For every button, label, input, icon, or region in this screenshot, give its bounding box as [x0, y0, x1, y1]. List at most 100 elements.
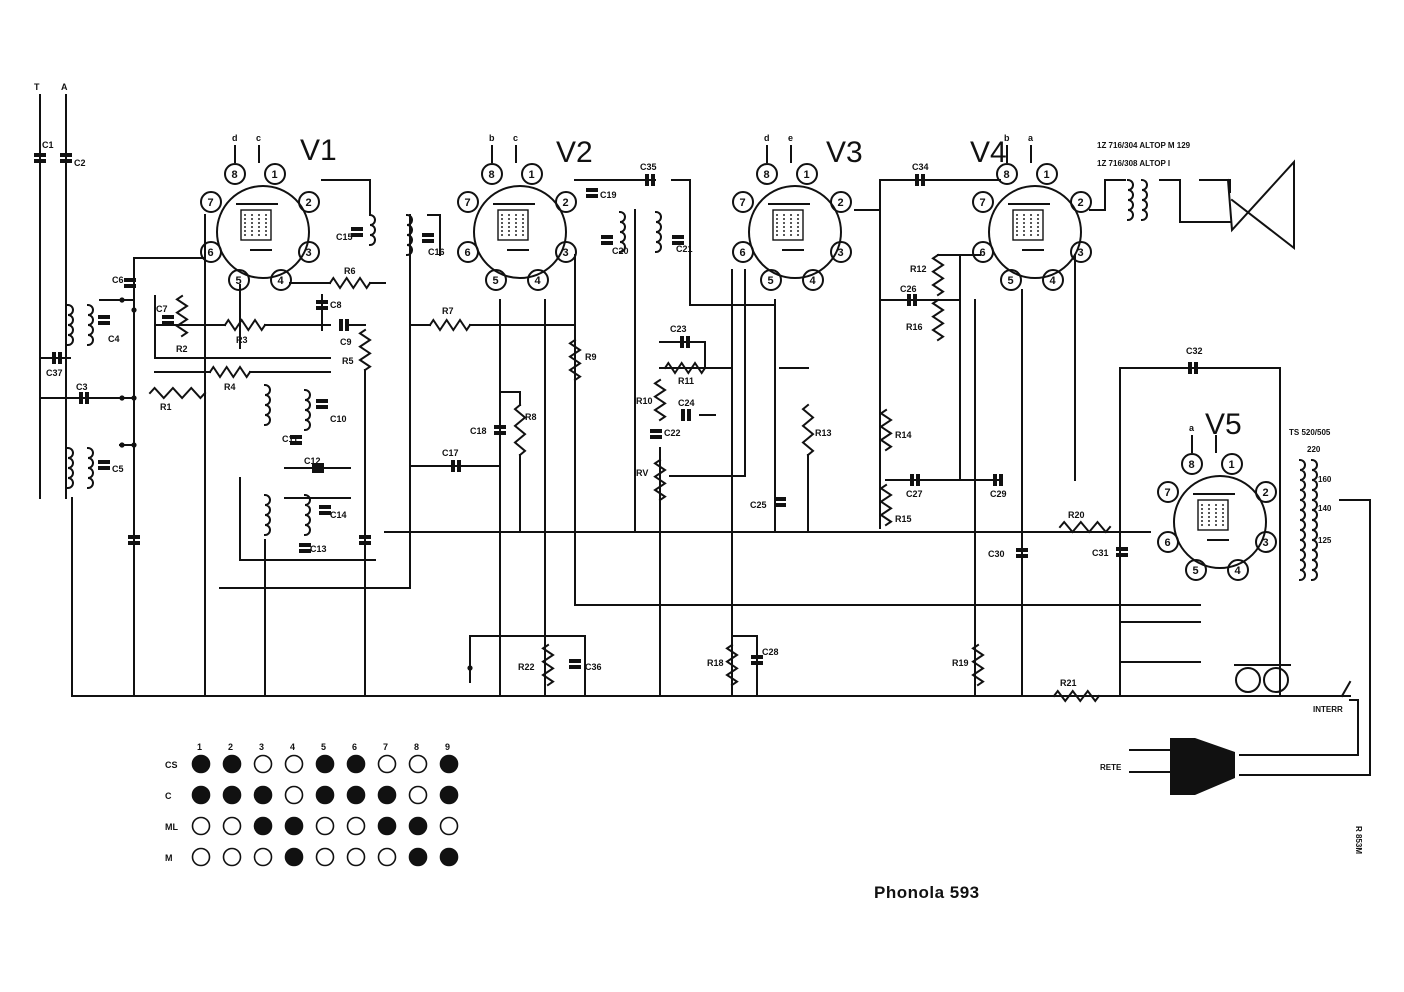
resistor-symbol	[223, 318, 267, 332]
wire	[1239, 699, 1359, 756]
capacitor-plate	[910, 474, 914, 486]
capacitor-plate	[290, 441, 302, 445]
resistor-symbol	[208, 365, 252, 379]
component-label-r12: R12	[910, 264, 927, 274]
tube-pin-6: 6	[457, 241, 479, 263]
switch-label: INTERR	[1313, 705, 1343, 714]
tube-pin-7: 7	[732, 191, 754, 213]
pin-number: 1	[804, 169, 810, 181]
resistor-symbol	[148, 386, 207, 400]
capacitor-plate	[60, 159, 72, 163]
pin-circle	[1227, 559, 1249, 581]
tube-pin-7: 7	[972, 191, 994, 213]
component-label-c2: C2	[74, 158, 86, 168]
component-label-r13: R13	[815, 428, 832, 438]
capacitor-plate	[1016, 554, 1028, 558]
capacitor-plate	[1116, 547, 1128, 551]
pin-circle	[802, 269, 824, 291]
tube-pin-5: 5	[228, 269, 250, 291]
pin-number: 1	[1229, 459, 1235, 471]
pin-circle	[1255, 531, 1277, 553]
switch-state-dot	[439, 847, 459, 867]
capacitor-plate	[913, 294, 917, 306]
tube-pin-4: 4	[1042, 269, 1064, 291]
pin-number: 7	[465, 197, 471, 209]
component-label-c11: C11	[282, 434, 298, 444]
tube-pin-3: 3	[830, 241, 852, 263]
pin-circle	[298, 191, 320, 213]
capacitor-plate	[681, 409, 685, 421]
capacitor-plate	[316, 306, 328, 310]
capacitor-plate	[162, 315, 174, 319]
tube-pin-2: 2	[555, 191, 577, 213]
component-label-r19: R19	[952, 658, 969, 668]
component-label-c16: C16	[428, 247, 445, 257]
component-label-c32: C32	[1186, 346, 1203, 356]
tube-pin-letter-left: d	[232, 133, 238, 143]
component-label-c31: C31	[1092, 548, 1109, 558]
resistor-symbol	[358, 328, 372, 372]
pin-circle	[1157, 531, 1179, 553]
capacitor-plate	[1016, 548, 1028, 552]
coil-symbol	[66, 303, 74, 347]
coil-symbol	[368, 213, 376, 247]
capacitor-plate	[359, 541, 371, 545]
capacitor-plate	[569, 665, 581, 669]
wire	[154, 295, 331, 359]
tube-pin-6: 6	[1157, 531, 1179, 553]
component-label-c26: C26	[900, 284, 917, 294]
pin-circle	[298, 241, 320, 263]
capacitor-plate	[645, 174, 649, 186]
transformer-tap-125: 125	[1318, 536, 1332, 545]
tube-pin-1: 1	[796, 163, 818, 185]
component-label-r3: R3	[236, 335, 248, 345]
switch-column-label: 2	[228, 742, 233, 752]
component-label-c1: C1	[42, 140, 54, 150]
pin-circle	[756, 163, 778, 185]
component-label-c14: C14	[330, 510, 347, 520]
component-label-r5: R5	[342, 356, 354, 366]
pin-circle	[200, 191, 222, 213]
pin-circle	[1000, 269, 1022, 291]
pin-number: 5	[1008, 275, 1014, 287]
pin-circle	[457, 191, 479, 213]
switch-state-dot	[377, 785, 397, 805]
component-label-r10: R10	[636, 396, 653, 406]
capacitor-plate	[79, 392, 83, 404]
tube-pin-7: 7	[457, 191, 479, 213]
speaker-note-1: 1Z 716/304 ALTOP M 129	[1097, 141, 1191, 150]
component-label-r20: R20	[1068, 510, 1085, 520]
resistor-symbol	[1058, 520, 1112, 534]
switch-state-dot	[346, 816, 366, 836]
coil-symbol	[654, 210, 662, 254]
wire	[321, 179, 371, 216]
capacitor-plate	[124, 278, 136, 282]
resistor-symbol	[541, 643, 555, 687]
switch-state-dot	[315, 816, 335, 836]
wire	[671, 179, 776, 306]
capacitor-plate	[162, 321, 174, 325]
switch-column-label: 8	[414, 742, 419, 752]
plug-pins	[1129, 749, 1176, 773]
capacitor-plate	[316, 405, 328, 409]
resistor-symbol	[879, 483, 893, 527]
pin-circle	[521, 163, 543, 185]
tube-pin-8: 8	[481, 163, 503, 185]
capacitor-plate	[601, 235, 613, 239]
component-label-c30: C30	[988, 549, 1005, 559]
tube-pin-letter-left: d	[764, 133, 770, 143]
tube-pin-2: 2	[1070, 191, 1092, 213]
resistor-symbol	[971, 643, 985, 687]
component-label-r16: R16	[906, 322, 923, 332]
capacitor-plate	[921, 174, 925, 186]
capacitor-plate	[316, 300, 328, 304]
pin-number: 3	[1078, 247, 1084, 259]
diagram-title: Phonola 593	[874, 883, 980, 902]
tube-pin-5: 5	[760, 269, 782, 291]
resistor-symbol	[513, 403, 527, 457]
capacitor-plate	[312, 463, 324, 467]
switch-state-dot	[222, 816, 242, 836]
capacitor-plate	[98, 321, 110, 325]
capacitor-plate	[751, 655, 763, 659]
capacitor-plate	[128, 535, 140, 539]
